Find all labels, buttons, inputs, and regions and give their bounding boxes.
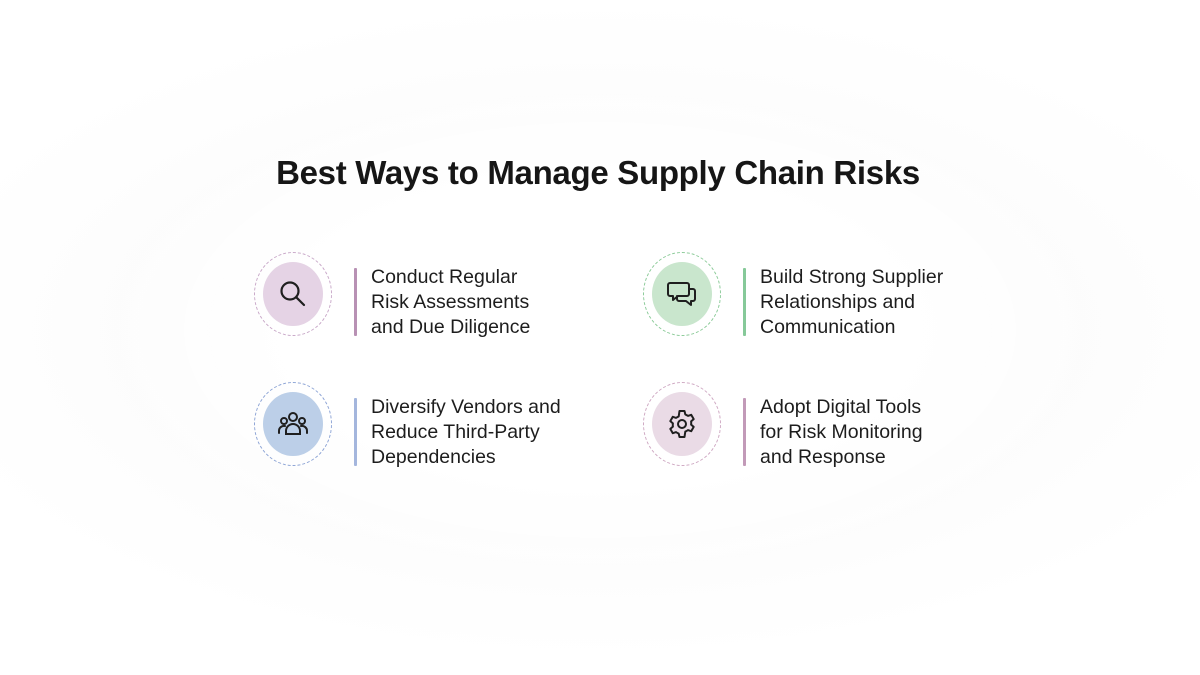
strategy-item-diversify-vendors: Diversify Vendors and Reduce Third-Party… xyxy=(254,382,594,474)
accent-bar xyxy=(354,398,357,466)
label-line: Relationships and xyxy=(760,291,916,313)
accent-bar xyxy=(743,398,746,466)
strategy-label: Build Strong Supplier Relationships and … xyxy=(760,265,980,340)
label-line: Reduce Third-Party xyxy=(371,421,540,443)
label-line: Dependencies xyxy=(371,446,496,468)
strategy-label: Conduct Regular Risk Assessments and Due… xyxy=(371,265,591,340)
strategy-item-risk-assessments: Conduct Regular Risk Assessments and Due… xyxy=(254,252,594,344)
label-line: for Risk Monitoring xyxy=(760,421,923,443)
strategy-label: Diversify Vendors and Reduce Third-Party… xyxy=(371,395,591,470)
icon-ring xyxy=(254,382,332,466)
label-line: Conduct Regular xyxy=(371,266,518,288)
strategy-label: Adopt Digital Tools for Risk Monitoring … xyxy=(760,395,980,470)
search-icon xyxy=(263,262,323,326)
icon-ring xyxy=(643,382,721,466)
chat-icon xyxy=(652,262,712,326)
accent-bar xyxy=(354,268,357,336)
label-line: Diversify Vendors and xyxy=(371,396,561,418)
label-line: Communication xyxy=(760,316,896,338)
label-line: and Response xyxy=(760,446,886,468)
accent-bar xyxy=(743,268,746,336)
users-icon xyxy=(263,392,323,456)
strategy-item-digital-tools: Adopt Digital Tools for Risk Monitoring … xyxy=(643,382,983,474)
page-title: Best Ways to Manage Supply Chain Risks xyxy=(276,154,920,191)
label-line: Build Strong Supplier xyxy=(760,266,944,288)
strategy-item-supplier-relationships: Build Strong Supplier Relationships and … xyxy=(643,252,983,344)
label-line: Risk Assessments xyxy=(371,291,530,313)
label-line: Adopt Digital Tools xyxy=(760,396,922,418)
gear-icon xyxy=(652,392,712,456)
label-line: and Due Diligence xyxy=(371,316,531,338)
icon-ring xyxy=(254,252,332,336)
icon-ring xyxy=(643,252,721,336)
